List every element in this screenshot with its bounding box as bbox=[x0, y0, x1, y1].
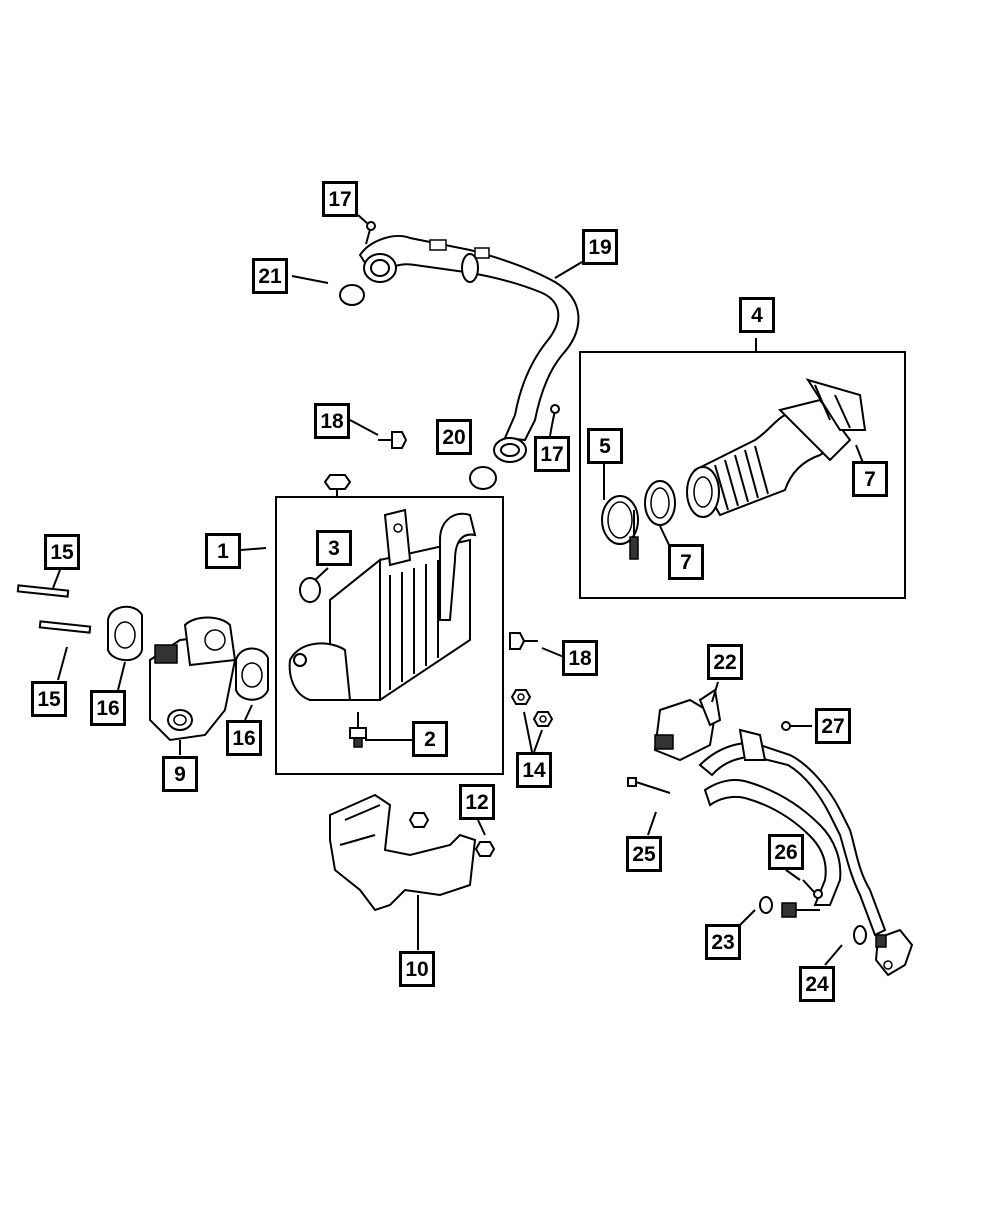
callout-18-lower: 18 bbox=[562, 640, 598, 676]
gasket-16-right bbox=[235, 647, 269, 701]
callout-15-upper: 15 bbox=[44, 534, 80, 570]
callout-1: 1 bbox=[205, 533, 241, 569]
o-ring-24 bbox=[853, 925, 867, 945]
o-ring-21 bbox=[339, 284, 365, 306]
callout-18-upper: 18 bbox=[314, 403, 350, 439]
callout-12: 12 bbox=[459, 784, 495, 820]
bolt-above-cooler bbox=[323, 474, 352, 496]
egr-module-22 bbox=[653, 688, 722, 762]
o-ring-23 bbox=[759, 896, 773, 914]
bolt-26 bbox=[802, 879, 823, 899]
callout-26: 26 bbox=[768, 834, 804, 870]
tube-assembly-26 bbox=[698, 728, 887, 937]
callout-7: 7 bbox=[668, 544, 704, 580]
studs-15 bbox=[16, 584, 92, 634]
bracket-24 bbox=[874, 928, 914, 977]
callout-27: 27 bbox=[815, 708, 851, 744]
callout-16-right: 16 bbox=[226, 720, 262, 756]
nuts-14 bbox=[510, 689, 554, 727]
temperature-sensor-2 bbox=[349, 712, 367, 748]
callout-23: 23 bbox=[705, 924, 741, 960]
callout-3: 3 bbox=[316, 530, 352, 566]
callout-14: 14 bbox=[516, 752, 552, 788]
callout-10: 10 bbox=[399, 951, 435, 987]
egr-cooler-group-box bbox=[275, 496, 504, 775]
bolt-25 bbox=[627, 777, 671, 794]
callout-20: 20 bbox=[436, 419, 472, 455]
bolt-18-upper bbox=[378, 431, 408, 449]
heat-shield-10 bbox=[329, 793, 477, 912]
callout-17-right: 17 bbox=[534, 436, 570, 472]
egr-valve bbox=[149, 616, 237, 742]
screw-17-top bbox=[365, 221, 376, 245]
callout-21: 21 bbox=[252, 258, 288, 294]
bolt-18-lower bbox=[509, 632, 538, 650]
callout-2: 2 bbox=[412, 721, 448, 757]
o-ring-20 bbox=[469, 466, 497, 490]
callout-22: 22 bbox=[707, 644, 743, 680]
callout-19: 19 bbox=[582, 229, 618, 265]
fitting-23 bbox=[781, 902, 820, 918]
callout-6: 7 bbox=[852, 461, 888, 497]
callout-16-left: 16 bbox=[90, 690, 126, 726]
egr-cooler bbox=[288, 508, 477, 701]
clamp-5 bbox=[601, 495, 639, 560]
callout-25: 25 bbox=[626, 836, 662, 872]
screw-27 bbox=[781, 721, 812, 731]
egr-tube-upper bbox=[358, 235, 580, 463]
callout-24: 24 bbox=[799, 966, 835, 1002]
callout-15-lower: 15 bbox=[31, 681, 67, 717]
callout-4: 4 bbox=[739, 297, 775, 333]
flange-gasket-6 bbox=[805, 378, 867, 431]
nuts-12 bbox=[408, 812, 496, 857]
screw-17-right bbox=[550, 404, 560, 426]
callout-17-top: 17 bbox=[322, 181, 358, 217]
gasket-16-left bbox=[107, 605, 143, 662]
o-ring-3 bbox=[299, 577, 321, 603]
leader-lines bbox=[52, 214, 864, 966]
callout-9: 9 bbox=[162, 756, 198, 792]
exhaust-flex-tube bbox=[686, 398, 852, 518]
exhaust-tube-group-box bbox=[579, 351, 906, 599]
callout-5: 5 bbox=[587, 428, 623, 464]
